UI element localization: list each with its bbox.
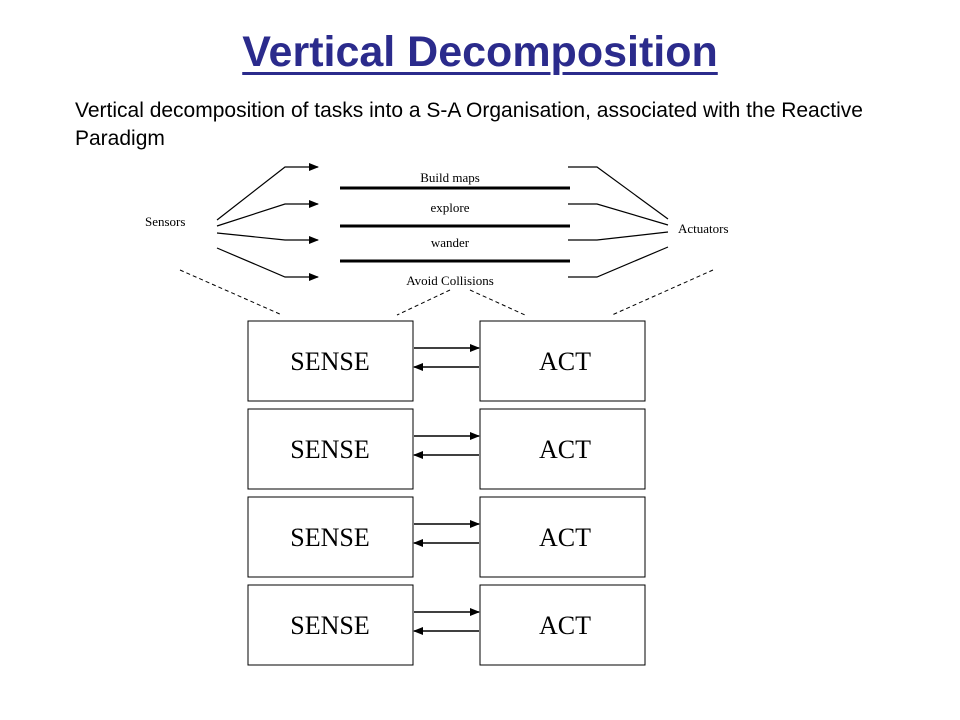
module-row: SENSE ACT — [247, 496, 646, 578]
act-box — [479, 320, 646, 402]
sense-box — [247, 496, 414, 578]
act-label: ACT — [539, 435, 591, 464]
layer-avoid-collisions: Avoid Collisions — [406, 273, 494, 288]
layer-wander: wander — [431, 235, 470, 250]
act-box — [479, 496, 646, 578]
sense-label: SENSE — [290, 611, 369, 640]
act-label: ACT — [539, 347, 591, 376]
act-box — [479, 408, 646, 490]
zoom-lines — [179, 269, 714, 316]
act-label: ACT — [539, 523, 591, 552]
sense-box — [247, 408, 414, 490]
sense-label: SENSE — [290, 347, 369, 376]
slide-subtitle: Vertical decomposition of tasks into a S… — [75, 99, 863, 150]
act-label: ACT — [539, 611, 591, 640]
sensor-arrows — [216, 163, 319, 281]
module-row: SENSE ACT — [247, 408, 646, 490]
actuators-label: Actuators — [678, 221, 729, 236]
sensors-label: Sensors — [145, 214, 185, 229]
sense-box — [247, 584, 414, 666]
module-row: SENSE ACT — [247, 584, 646, 666]
layer-explore: explore — [431, 200, 470, 215]
layer-build-maps: Build maps — [420, 170, 480, 185]
slide-title: Vertical Decomposition — [242, 28, 718, 76]
module-row: SENSE ACT — [247, 320, 646, 402]
act-box — [479, 584, 646, 666]
sense-label: SENSE — [290, 435, 369, 464]
sense-box — [247, 320, 414, 402]
actuator-lines — [568, 166, 669, 278]
sense-label: SENSE — [290, 523, 369, 552]
